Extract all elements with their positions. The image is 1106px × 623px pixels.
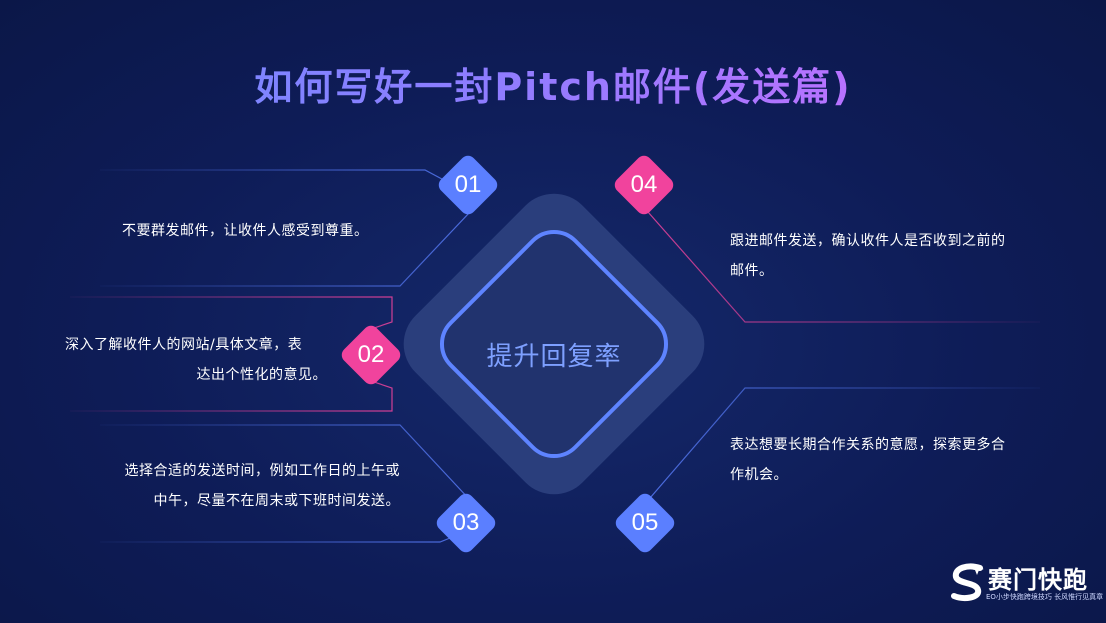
brand-logo: 赛门快跑 EO小步快跑跨境技巧 长风惟行见真章: [950, 560, 1104, 606]
item-03-text-line1: 选择合适的发送时间，例如工作日的上午或: [124, 463, 400, 479]
item-02-text: 深入了解收件人的网站/具体文章，表 达出个性化的意见。: [65, 330, 335, 390]
connector-02-top: [70, 296, 393, 331]
badge-03-number: 03: [452, 509, 480, 536]
brand-slogan: EO小步快跑跨境技巧 长风惟行见真章: [986, 593, 1104, 601]
item-02-text-line2: 达出个性化的意见。: [196, 367, 327, 383]
center-label: 提升回复率: [486, 342, 622, 372]
item-04-text: 跟进邮件发送，确认收件人是否收到之前的 邮件。: [730, 226, 1050, 286]
item-03-text-line2: 中午，尽量不在周末或下班时间发送。: [153, 493, 400, 509]
connector-01-bottom: [100, 211, 471, 287]
item-02-text-line1: 深入了解收件人的网站/具体文章，表: [65, 337, 303, 353]
slide-title: 如何写好一封Pitch邮件(发送篇): [0, 56, 1106, 111]
connector-01-top: [100, 169, 456, 187]
item-05-text: 表达想要长期合作关系的意愿，探索更多合 作机会。: [730, 430, 1050, 490]
connector-02-bottom: [70, 379, 393, 412]
badge-01-number: 01: [454, 171, 482, 198]
item-01-text: 不要群发邮件，让收件人感受到尊重。: [122, 223, 369, 239]
connector-03-top: [100, 424, 471, 501]
item-03-text: 选择合适的发送时间，例如工作日的上午或 中午，尽量不在周末或下班时间发送。: [90, 456, 400, 516]
item-05-text-line2: 作机会。: [730, 467, 788, 483]
badge-04-number: 04: [630, 171, 658, 198]
badge-02-number: 02: [357, 341, 385, 368]
item-04-text-line1: 跟进邮件发送，确认收件人是否收到之前的: [730, 233, 1006, 249]
connector-03-bottom: [100, 535, 456, 543]
item-04-text-line2: 邮件。: [730, 263, 774, 279]
item-05-text-line1: 表达想要长期合作关系的意愿，探索更多合: [730, 437, 1006, 453]
s-logo-icon: [951, 563, 984, 601]
connector-05-top: [649, 387, 1040, 499]
connector-04-bottom: [647, 211, 1040, 323]
badge-05-number: 05: [631, 509, 659, 536]
brand-name: 赛门快跑: [988, 566, 1088, 594]
